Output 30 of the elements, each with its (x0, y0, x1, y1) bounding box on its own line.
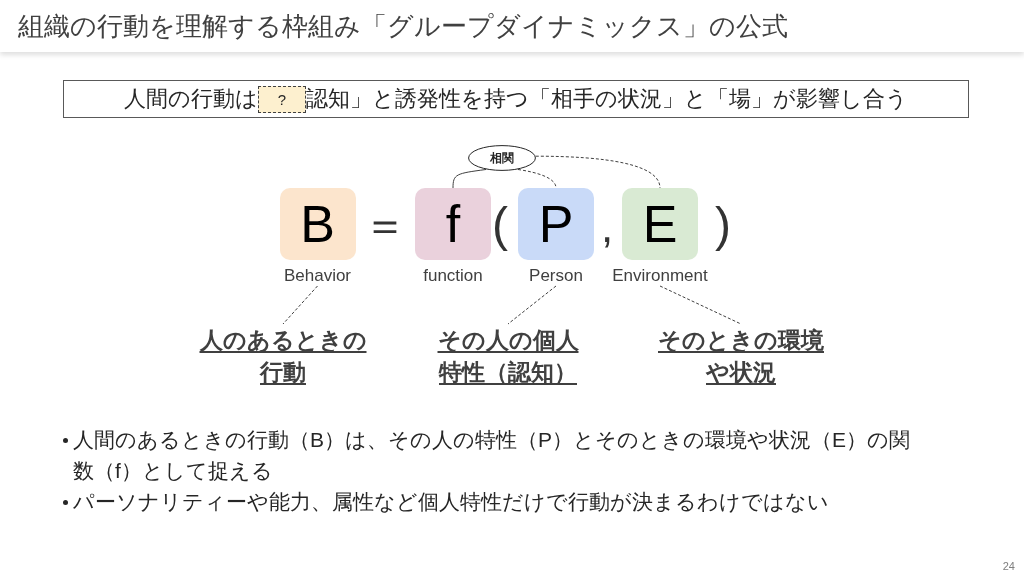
explanation-text: 人のあるときの行動 (195, 324, 371, 388)
bullet-text: 人間のあるときの行動（B）は、その人の特性（P）とそのときの環境や状況（E）の関数（f）として捉える (73, 427, 912, 484)
formula-symbol: , (600, 205, 614, 249)
variable-tile: P (518, 188, 594, 260)
leader-line (507, 285, 557, 325)
term-caption: Environment (612, 266, 708, 286)
term-caption: Behavior (283, 266, 352, 286)
correlation-oval: 相関 (468, 145, 536, 171)
leader-line (282, 285, 318, 325)
leader-line (659, 285, 742, 325)
connector-line (452, 169, 487, 189)
statement-banner (63, 80, 969, 118)
term-caption: Person (529, 266, 583, 286)
banner-text: 人間の行動は (124, 85, 258, 113)
variable-tile: f (415, 188, 491, 260)
question-tag: ? (258, 85, 306, 113)
term-caption: function (423, 266, 483, 286)
formula-symbol: ( (492, 201, 508, 249)
slide-title: 組織の行動を理解する枠組み「グループダイナミックス」の公式 (18, 10, 788, 43)
banner-text: 認知」と誘発性を持つ「相手の状況」と「場」が影響し合う (306, 85, 908, 113)
explanation-text: その人の個人特性（認知） (430, 324, 586, 388)
connector-line (517, 169, 557, 189)
explanation-text: そのときの環境や状況 (653, 324, 829, 388)
formula-symbol: ＝ (363, 203, 407, 247)
connector-line (535, 155, 661, 189)
formula-symbol: ) (715, 201, 731, 249)
bullet-text: パーソナリティーや能力、属性など個人特性だけで行動が決まるわけではない (73, 489, 830, 515)
page-number: 24 (1002, 559, 1015, 573)
variable-tile: E (622, 188, 698, 260)
variable-tile: B (279, 188, 356, 260)
